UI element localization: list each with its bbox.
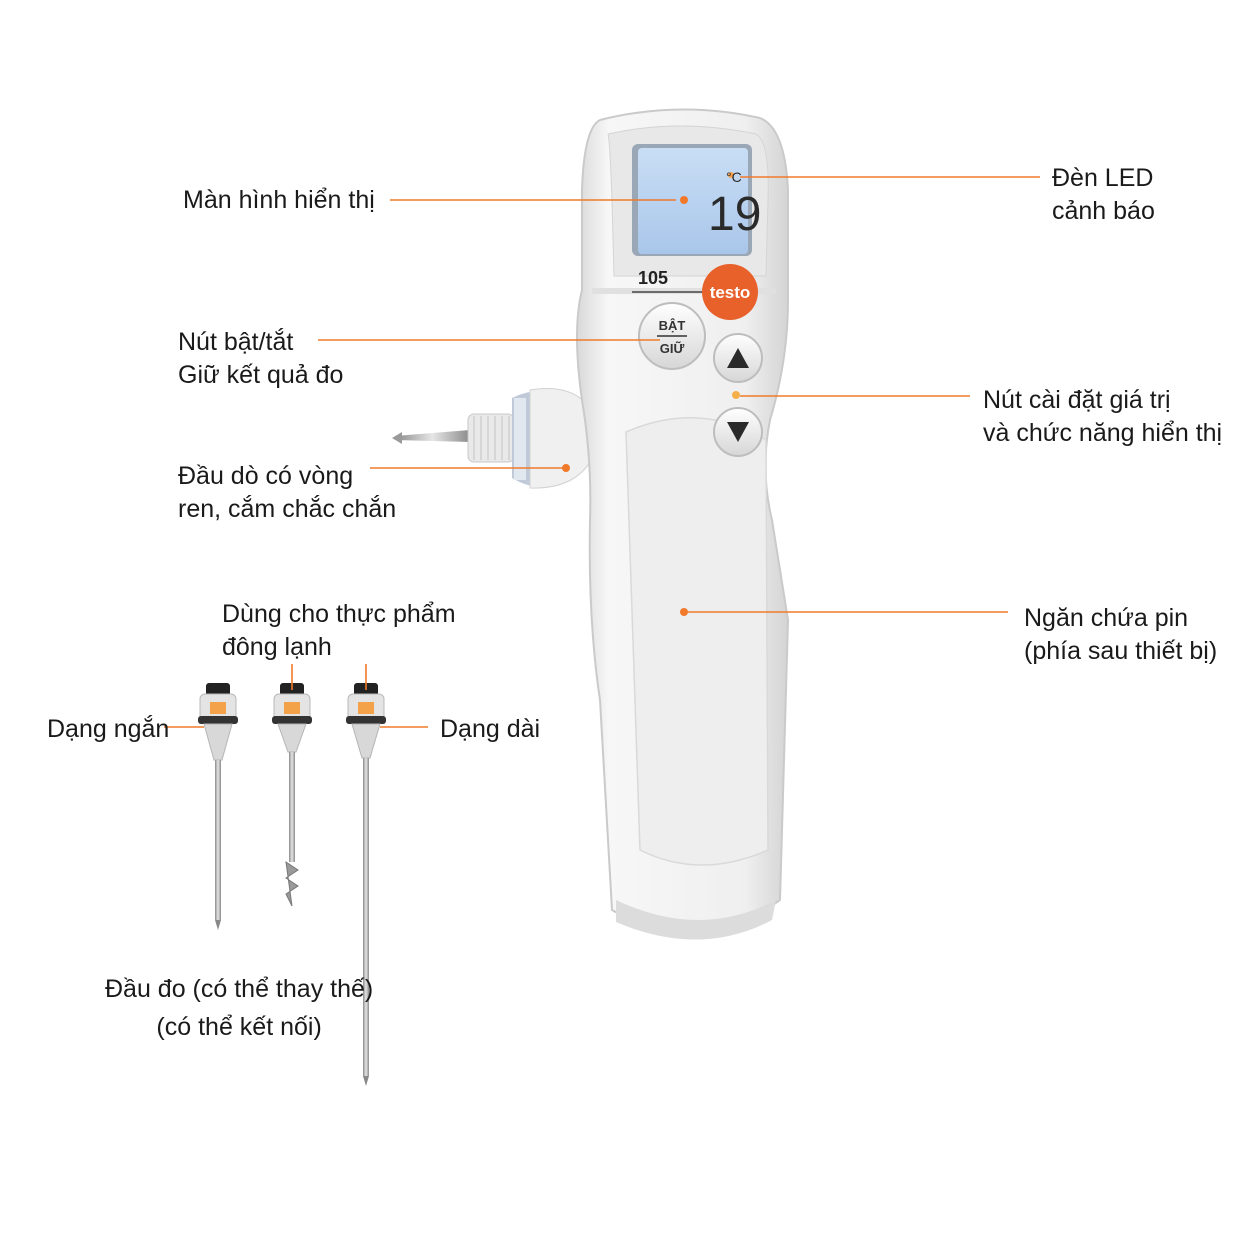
label-frozen-line1: Dùng cho thực phẩm <box>222 600 456 628</box>
label-on-off-line2: Giữ kết quả đo <box>178 361 344 389</box>
display-value: 19 <box>708 188 761 241</box>
label-frozen-line2: đông lạnh <box>222 633 332 661</box>
up-triangle-icon <box>727 348 749 368</box>
label-long: Dạng dài <box>440 713 540 746</box>
testo-logo <box>702 264 758 320</box>
label-led-line1: Đèn LED <box>1052 164 1154 192</box>
on-off-button[interactable]: BẬT GIỮ <box>638 302 706 370</box>
display-unit: °C <box>726 169 742 185</box>
label-led-line2: cảnh báo <box>1052 197 1155 225</box>
label-settings-line1: Nút cài đặt giá trị <box>983 386 1171 414</box>
label-short: Dạng ngắn <box>47 713 169 746</box>
label-probes-line2: (có thể kết nối) <box>156 1013 322 1041</box>
model-number: 105 <box>638 268 668 288</box>
label-display: Màn hình hiển thị <box>183 184 375 217</box>
led-indicator <box>728 172 734 178</box>
label-on-off-line1: Nút bật/tắt <box>178 328 294 356</box>
label-short-text: Dạng ngắn <box>47 715 170 743</box>
hold-button-label: GIỮ <box>660 341 685 356</box>
label-probe-thread: Đầu dò có vòng ren, cắm chắc chắn <box>178 460 396 526</box>
label-settings: Nút cài đặt giá trị và chức năng hiển th… <box>983 384 1222 450</box>
label-battery-line1: Ngăn chứa pin <box>1024 604 1189 632</box>
logo-text: testo <box>710 283 751 302</box>
label-battery: Ngăn chứa pin (phía sau thiết bị) <box>1024 602 1217 668</box>
up-button[interactable] <box>713 333 763 383</box>
callout-dots <box>562 196 688 616</box>
label-probe-thread-line2: ren, cắm chắc chắn <box>178 495 397 523</box>
label-long-text: Dạng dài <box>440 715 541 743</box>
label-probe-thread-line1: Đầu dò có vòng <box>178 462 354 490</box>
lcd-screen <box>638 148 748 254</box>
label-battery-line2: (phía sau thiết bị) <box>1024 637 1218 665</box>
down-button[interactable] <box>713 407 763 457</box>
callout-lines <box>164 176 1040 728</box>
probe-frozen <box>272 683 312 907</box>
label-probes: Đầu đo (có thể thay thế) (có thể kết nối… <box>105 970 373 1046</box>
threaded-probe <box>392 388 601 489</box>
label-led: Đèn LED cảnh báo <box>1052 162 1155 228</box>
label-on-off: Nút bật/tắt Giữ kết quả đo <box>178 326 343 392</box>
label-frozen: Dùng cho thực phẩm đông lạnh <box>222 598 456 664</box>
down-triangle-icon <box>727 422 749 442</box>
label-settings-line2: và chức năng hiển thị <box>983 419 1223 447</box>
probe-short <box>198 683 238 930</box>
label-display-text: Màn hình hiển thị <box>183 186 375 214</box>
settings-indicator-dot <box>732 391 740 399</box>
label-probes-line1: Đầu đo (có thể thay thế) <box>105 975 374 1003</box>
on-button-label: BẬT <box>659 318 686 333</box>
